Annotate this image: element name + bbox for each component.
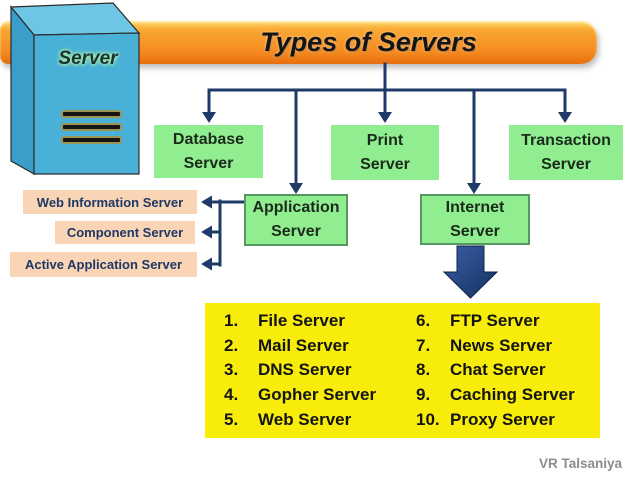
list-item: 5. Web Server: [224, 410, 404, 430]
server-side-face: [10, 5, 35, 176]
internet-servers-column-left: 1. File Server 2. Mail Server 3. DNS Server…: [205, 309, 404, 432]
transaction-server-label-line2: Server: [541, 155, 591, 173]
server-icon: Server: [9, 2, 141, 176]
list-item: 8. Chat Server: [416, 360, 600, 380]
block-down-arrow: [442, 245, 499, 299]
credit-text: VR Talsaniya: [538, 456, 622, 471]
internet-server-label-line2: Server: [450, 222, 500, 240]
list-item-label: Chat Server: [450, 360, 546, 380]
arrowhead-component: [201, 225, 212, 239]
active-application-server-label: Active Application Server: [24, 257, 182, 272]
internet-servers-column-right: 6. FTP Server 7. News Server 8. Chat Server…: [404, 309, 600, 432]
list-item-number: 3.: [224, 360, 239, 380]
application-server-label-line2: Server: [271, 223, 321, 240]
print-server-box: Print Server: [331, 125, 439, 180]
list-item-label: Caching Server: [450, 385, 575, 405]
page-title: Types of Servers: [260, 27, 477, 57]
list-item: 3. DNS Server: [224, 360, 404, 380]
list-item-number: 1.: [224, 311, 239, 331]
list-item: 6. FTP Server: [416, 311, 600, 331]
component-server-label: Component Server: [66, 225, 184, 240]
list-item-number: 5.: [224, 409, 239, 429]
arrowhead-transaction: [558, 112, 572, 123]
internet-server-label-line1: Internet: [445, 198, 505, 216]
list-item-label: Mail Server: [258, 335, 349, 355]
print-server-label-line1: Print: [366, 131, 404, 149]
arrowhead-application: [289, 183, 303, 194]
list-item-label: Web Server: [258, 409, 352, 429]
server-graphic-label: Server: [58, 48, 119, 69]
web-information-server-box: Web Information Server: [23, 190, 197, 214]
list-item-number: 7.: [416, 335, 431, 355]
list-item-number: 6.: [416, 311, 431, 331]
list-item-number: 9.: [416, 385, 431, 405]
print-server-label-line2: Server: [360, 155, 410, 173]
list-item-number: 4.: [224, 385, 239, 405]
application-server-label-line1: Application: [252, 199, 340, 216]
active-application-server-box: Active Application Server: [10, 252, 197, 277]
list-item: 1. File Server: [224, 311, 404, 331]
internet-servers-panel: 1. File Server 2. Mail Server 3. DNS Server…: [205, 303, 600, 438]
arrowhead-internet: [467, 183, 481, 194]
list-item-label: Proxy Server: [450, 409, 555, 429]
arrowhead-database: [202, 112, 216, 123]
component-server-box: Component Server: [55, 221, 195, 244]
server-vent-bars: [61, 110, 122, 144]
list-item-number: 8.: [416, 360, 431, 380]
list-item: 2. Mail Server: [224, 336, 404, 356]
internet-server-box: Internet Server: [420, 194, 530, 245]
database-server-label-line2: Server: [183, 154, 234, 172]
list-item: 9. Caching Server: [416, 385, 600, 405]
arrowhead-print: [378, 112, 392, 123]
list-item: 10. Proxy Server: [416, 410, 600, 430]
list-item-label: FTP Server: [450, 311, 540, 331]
list-item-label: News Server: [450, 335, 553, 355]
list-item: 7. News Server: [416, 336, 600, 356]
arrowhead-web-information: [201, 195, 212, 209]
list-item-label: DNS Server: [258, 360, 352, 380]
list-item-number: 2.: [224, 335, 239, 355]
database-server-label-line1: Database: [172, 130, 245, 148]
web-information-server-label: Web Information Server: [36, 194, 184, 210]
transaction-server-box: Transaction Server: [509, 125, 623, 180]
list-item-label: Gopher Server: [258, 385, 377, 405]
database-server-box: Database Server: [154, 125, 263, 178]
application-server-box: Application Server: [244, 194, 348, 246]
list-item-label: File Server: [258, 311, 345, 331]
transaction-server-label-line1: Transaction: [521, 131, 611, 149]
list-item-number: 10.: [416, 409, 440, 429]
list-item: 4. Gopher Server: [224, 385, 404, 405]
arrowhead-active-application: [201, 257, 212, 271]
